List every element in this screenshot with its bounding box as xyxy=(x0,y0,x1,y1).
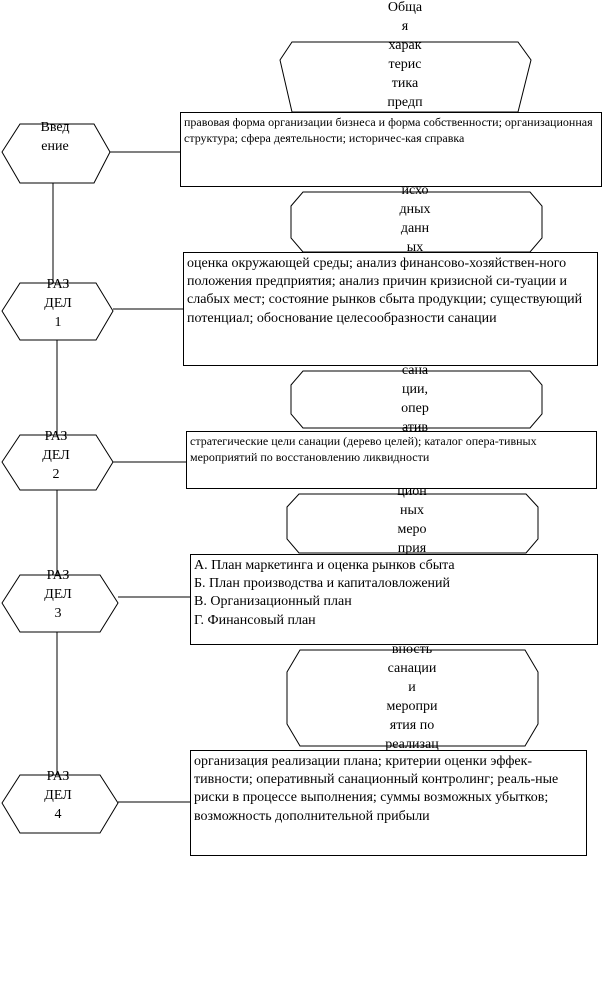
intro-content-text: правовая форма организации бизнеса и фор… xyxy=(184,115,593,145)
header-3-label: сана ции, опер атив xyxy=(401,363,429,435)
hex-header-5 xyxy=(286,649,539,747)
section-4-content-box: организация реализации плана; критерии о… xyxy=(190,750,587,856)
plan-item-d: Г. Финансовый план xyxy=(194,612,316,628)
hex-header-2 xyxy=(290,191,543,253)
section-1-content-text: оценка окружающей среды; анализ финансов… xyxy=(187,256,583,326)
intro-label: Введ ение xyxy=(40,120,70,154)
intro-content-box: правовая форма организации бизнеса и фор… xyxy=(180,112,602,187)
hex-s4 xyxy=(1,774,119,834)
header-1-label: Обща я харак терис тика предп xyxy=(387,0,423,110)
header-2-label: исхо дных данн ых xyxy=(399,183,431,255)
hex-s3 xyxy=(1,574,119,633)
plan-item-a: А. План маркетинга и оценка рынков сбыта xyxy=(194,558,455,573)
hex-s1 xyxy=(1,282,114,341)
section-1-label: РАЗ ДЕЛ 1 xyxy=(44,277,72,330)
section-4-label: РАЗ ДЕЛ 4 xyxy=(44,769,72,822)
plan-item-b: Б. План производства и капиталовложений xyxy=(194,576,451,592)
hex-s2 xyxy=(1,434,114,491)
section-2-label: РАЗ ДЕЛ 2 xyxy=(42,429,70,482)
hex-header-4 xyxy=(286,493,539,554)
section-2-content-text: стратегические цели санации (дерево целе… xyxy=(190,434,537,464)
plan-item-c: В. Организационный план xyxy=(194,594,352,610)
section-1-content-box: оценка окружающей среды; анализ финансов… xyxy=(183,252,598,366)
section-3-label: РАЗ ДЕЛ 3 xyxy=(44,568,72,621)
header-4-label: цион ных меро прия xyxy=(397,484,427,556)
hex-header-3 xyxy=(290,370,543,429)
hex-intro xyxy=(1,123,111,184)
section-2-content-box: стратегические цели санации (дерево целе… xyxy=(186,431,597,489)
section-3-content-box: А. План маркетинга и оценка рынков сбыта… xyxy=(190,554,598,645)
section-4-content-text: организация реализации плана; критерии о… xyxy=(194,754,559,824)
header-5-label: вность санации и меропри ятия по реализа… xyxy=(385,642,439,752)
